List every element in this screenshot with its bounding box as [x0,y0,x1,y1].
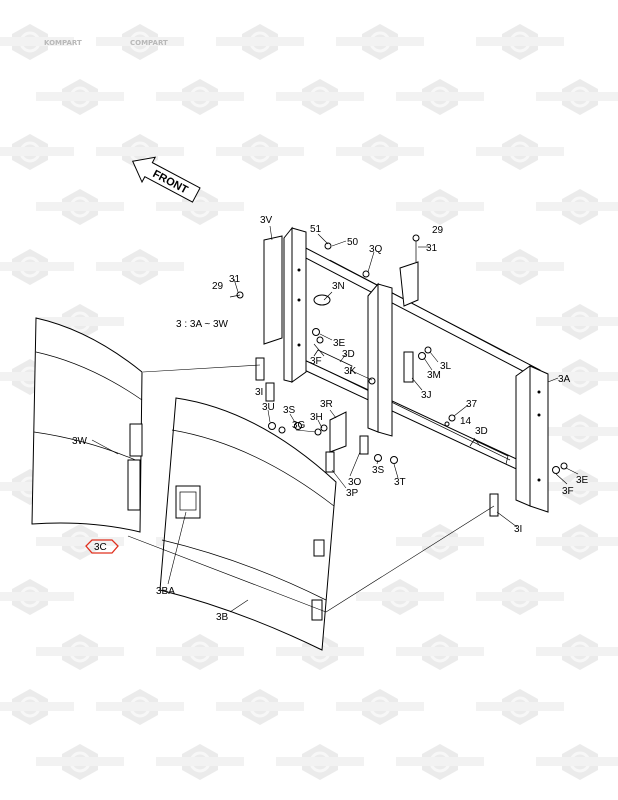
part-labels: 3V 51 50 3Q 29 31 29 31 3N 3E 3F 3D 3K 3… [72,215,589,623]
label-3n: 3N [332,281,345,292]
label-3f-lower: 3F [562,486,574,497]
watermark-text-right: COMPART [130,39,168,47]
handle-lower [469,439,509,465]
label-3w: 3W [72,436,88,447]
label-3i-right: 3I [514,524,522,535]
label-3d-upper: 3D [342,349,355,360]
label-3s-left: 3S [283,405,296,416]
label-3j: 3J [421,390,432,401]
label-3t: 3T [394,477,406,488]
label-3s-right: 3S [372,465,385,476]
label-14: 14 [460,416,472,427]
label-3o: 3O [348,477,362,488]
plate-3u [265,382,275,402]
label-3e-lower: 3E [576,475,589,486]
front-arrow-shape [131,156,201,203]
range-note: 3 : 3A ~ 3W [176,319,229,330]
center-post-side [367,282,379,433]
frame-assembly [283,226,549,513]
right-post-side [515,365,531,507]
handle-3ba [175,485,201,519]
label-3b: 3B [216,612,229,623]
label-3g: 3G [292,420,306,431]
leader-lines [91,225,579,613]
label-29-top: 29 [432,225,444,236]
bracket-3r [329,411,347,453]
handle-upper [313,349,353,375]
label-37: 37 [466,399,478,410]
label-3q: 3Q [369,244,383,255]
label-3l: 3L [440,361,452,372]
label-3d-lower: 3D [475,426,488,437]
part-3v [263,235,283,345]
label-3k: 3K [344,366,357,377]
left-post [291,227,307,383]
label-3v: 3V [260,215,273,226]
left-post-side [283,226,293,383]
label-50: 50 [347,237,359,248]
label-3p: 3P [346,488,359,499]
plate-3i-left [255,357,265,381]
label-29-left: 29 [212,281,224,292]
label-3f-upper: 3F [310,356,322,367]
right-post [529,365,549,513]
label-3i-left: 3I [255,387,263,398]
label-31-left: 31 [229,274,241,285]
panel-3c [31,317,143,533]
label-51: 51 [310,224,322,235]
lamp-3n [313,294,331,306]
plate-3k [403,351,414,383]
label-3e-upper: 3E [333,338,346,349]
label-31-top: 31 [426,243,438,254]
label-3m: 3M [427,370,441,381]
plate-3o [359,435,369,455]
fasteners [116,234,568,474]
panel-3b [159,397,337,651]
label-3h: 3H [310,412,323,423]
label-3c: 3C [94,542,107,553]
top-bracket [399,261,419,307]
center-post [377,283,393,437]
plate-3i-right [489,493,499,517]
highlight-3c [85,539,119,554]
label-3ba: 3BA [156,586,175,597]
watermark-layer: KOMPART COMPART [0,22,618,782]
label-3u: 3U [262,402,275,413]
plate-3p [325,451,335,473]
label-3r: 3R [320,399,333,410]
label-3a: 3A [558,374,571,385]
watermark-text-left: KOMPART [44,39,82,47]
